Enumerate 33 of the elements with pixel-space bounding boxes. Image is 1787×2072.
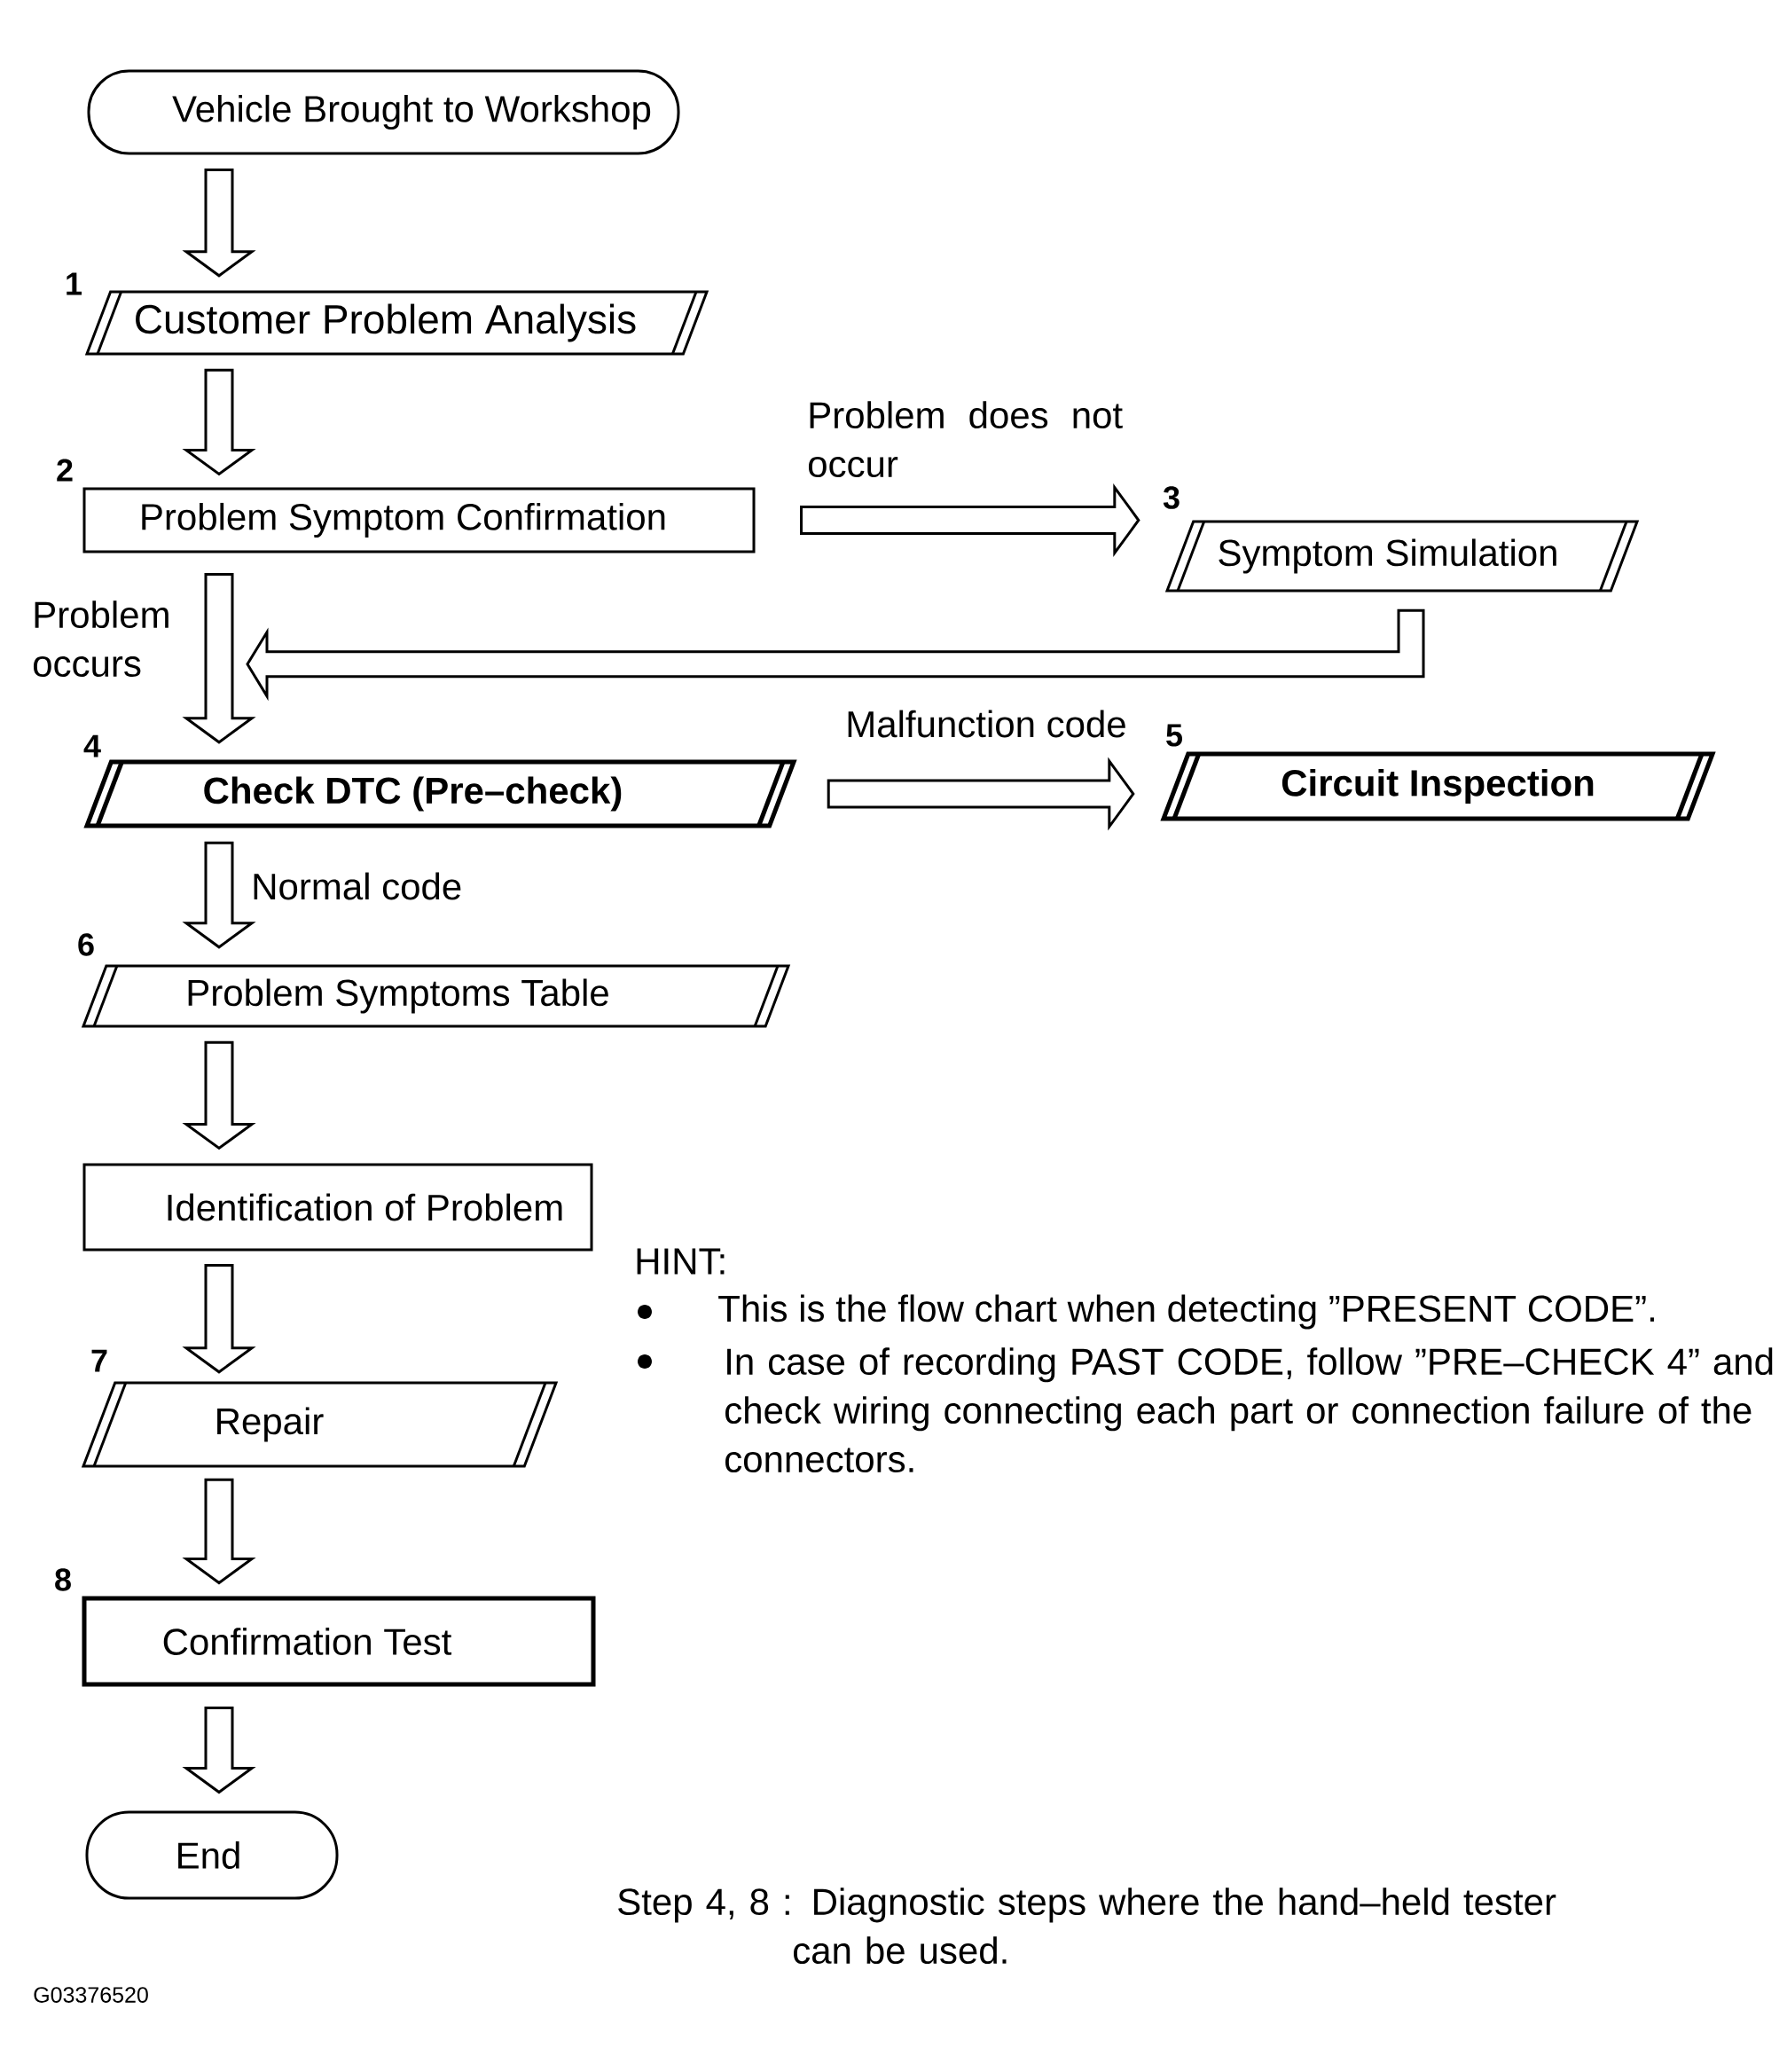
block-arrow <box>182 573 256 744</box>
figure-id: G03376520 <box>34 1987 148 2003</box>
process-box: Problem Symptom Confirmation <box>82 487 756 553</box>
edge-label: Problem occurs <box>33 600 169 678</box>
step-number: 5 <box>1166 724 1182 747</box>
edge-label: Problem does not occur <box>808 401 1123 478</box>
step-number: 2 <box>57 459 73 482</box>
block-arrow <box>182 1040 256 1150</box>
step-number: 1 <box>67 272 82 295</box>
note-text: In case of recording PAST CODE, follow ”PRE–CHECK 4” and check wiring connecting each part or connection failure of the connectors. <box>725 1347 1773 1473</box>
block-arrow <box>827 757 1135 831</box>
block-arrow <box>182 169 256 278</box>
block-arrow <box>182 1264 256 1374</box>
terminal-box: Vehicle Brought to Workshop <box>87 69 680 155</box>
step-number: 4 <box>83 734 101 757</box>
process-box: Confirmation Test <box>82 1596 596 1687</box>
footnote-text: Step 4, 8 : Diagnostic steps where the hand–held tester can be used. <box>618 1888 1556 1965</box>
step-number: 7 <box>91 1349 107 1372</box>
process-box: Identification of Problem <box>82 1163 593 1252</box>
block-arrow <box>182 368 256 476</box>
edge-label: Normal code <box>254 872 461 900</box>
edge-label: Malfunction code <box>848 710 1125 738</box>
block-arrow <box>800 483 1140 558</box>
step-number: 6 <box>78 933 94 956</box>
terminal-box: End <box>85 1810 339 1900</box>
note-text: This is the flow chart when detecting ”PRESENT CODE”. <box>718 1294 1654 1330</box>
block-arrow <box>182 841 256 949</box>
step-number: 3 <box>1163 486 1180 509</box>
block-arrow <box>182 1707 256 1794</box>
step-number: 8 <box>55 1568 71 1591</box>
hint-heading: HINT: <box>637 1248 725 1275</box>
block-arrow <box>246 608 1425 702</box>
block-arrow <box>182 1478 256 1585</box>
